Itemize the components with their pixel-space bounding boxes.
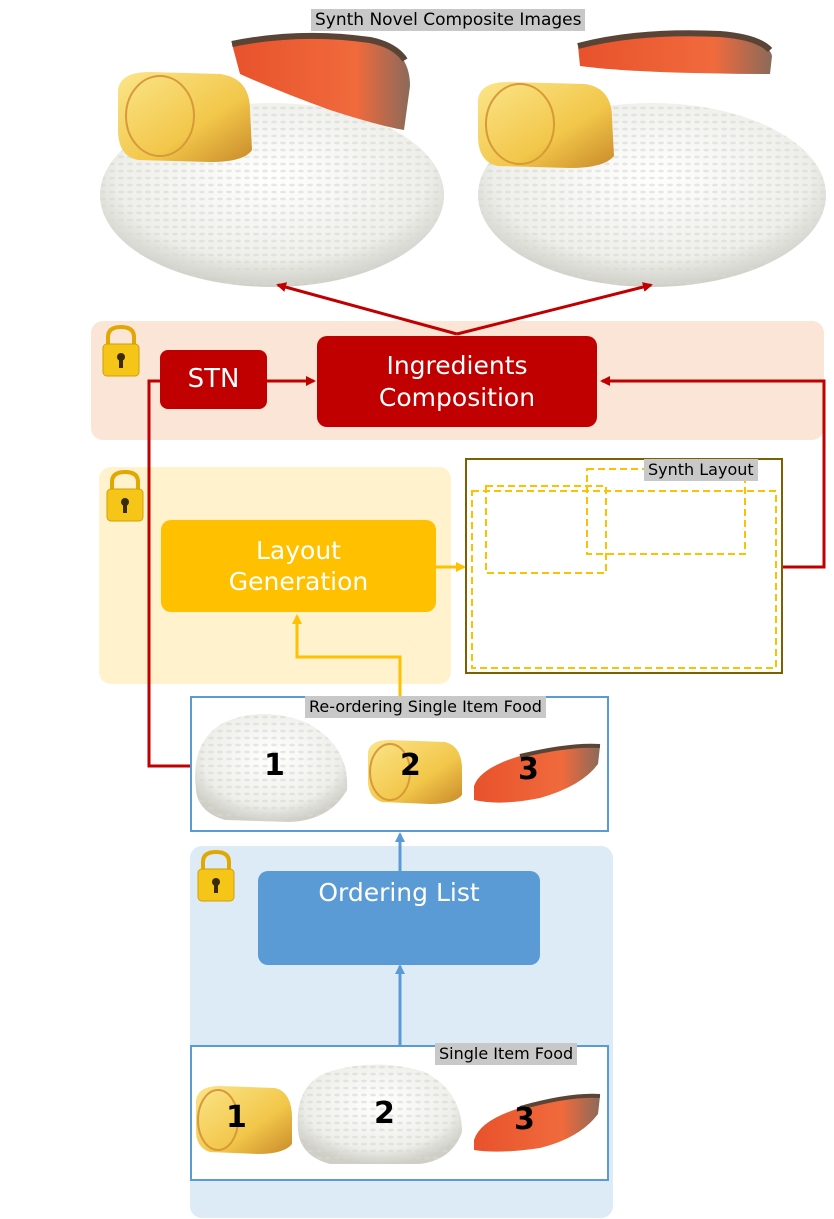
ordering-list-label: Ordering List (318, 878, 480, 907)
reordered-rice-image (195, 714, 348, 822)
composite-image-2 (478, 30, 826, 287)
single-number-1: 1 (226, 1100, 247, 1135)
stn-label: STN (187, 364, 240, 395)
reordered-salmon-image (474, 743, 601, 803)
lock-icon (102, 324, 140, 377)
single-rice-image (297, 1064, 462, 1164)
layout-generation-box: Layout Generation (161, 520, 436, 612)
lock-icon (197, 849, 235, 902)
reordered-number-2: 2 (400, 748, 421, 783)
synth-layout-label: Synth Layout (644, 459, 758, 481)
reordered-egg-image (368, 740, 462, 804)
lock-icon (106, 469, 144, 522)
stn-box: STN (160, 350, 267, 409)
single-item-food-label: Single Item Food (435, 1043, 578, 1065)
ingredients-composition-label: Ingredients Composition (378, 351, 536, 412)
reordered-number-3: 3 (518, 752, 539, 787)
ordering-list-box: Ordering List (258, 871, 540, 965)
ingredients-composition-box: Ingredients Composition (317, 336, 597, 427)
synth-layout-frame (465, 458, 783, 674)
single-number-2: 2 (374, 1096, 395, 1131)
composite-images-label: Synth Novel Composite Images (311, 9, 586, 31)
composite-image-1 (100, 32, 444, 287)
single-number-3: 3 (514, 1102, 535, 1137)
layout-generation-label: Layout Generation (228, 535, 369, 596)
single-salmon-image (474, 1093, 601, 1152)
reordered-number-1: 1 (264, 748, 285, 783)
single-egg-image (196, 1086, 292, 1154)
reordering-label: Re-ordering Single Item Food (305, 696, 546, 718)
